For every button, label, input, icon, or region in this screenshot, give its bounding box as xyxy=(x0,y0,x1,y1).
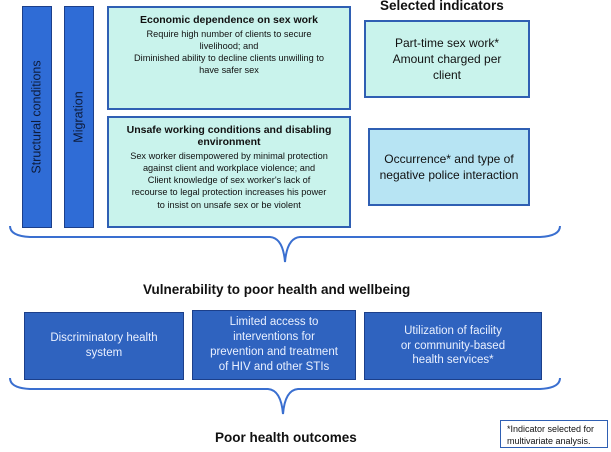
footnote-line: *Indicator selected for xyxy=(507,424,595,434)
footnote-line: multivariate analysis. xyxy=(507,435,591,446)
health-box-line: Discriminatory health xyxy=(50,332,158,345)
unsafe-conditions-title: Unsafe working conditions and disabling xyxy=(126,124,332,136)
economic-dependence-title: Economic dependence on sex work xyxy=(140,14,318,26)
health-box-line: or community-based xyxy=(400,339,506,352)
health-box-discriminatory: Discriminatory health system xyxy=(24,312,184,380)
upper-brace xyxy=(9,225,561,263)
outcomes-title: Poor health outcomes xyxy=(215,430,357,445)
economic-line: Diminished ability to decline clients un… xyxy=(134,53,324,64)
unsafe-conditions-title: environment xyxy=(197,136,261,148)
health-box-line: prevention and treatment xyxy=(210,346,338,358)
indicator-2-line: negative police interaction xyxy=(379,168,519,182)
health-box-line: of HIV and other STIs xyxy=(218,360,330,373)
migration-bar: Migration xyxy=(64,6,94,228)
selected-indicators-title: Selected indicators xyxy=(380,0,504,13)
indicator-box-1: Part-time sex work* Amount charged per c… xyxy=(364,20,530,98)
economic-line: have safer sex xyxy=(199,65,259,76)
health-box-line: Utilization of facility xyxy=(404,324,502,337)
health-box-limited-access: Limited access to interventions for prev… xyxy=(192,310,356,380)
structural-conditions-bar: Structural conditions xyxy=(22,6,52,228)
indicator-1-line: client xyxy=(432,68,461,83)
health-box-line: Limited access to xyxy=(229,316,319,329)
health-box-line: interventions for xyxy=(233,331,315,344)
health-box-utilization: Utilization of facility or community-bas… xyxy=(364,312,542,380)
health-box-line: health services* xyxy=(412,354,494,367)
footnote-box: *Indicator selected for multivariate ana… xyxy=(500,420,608,448)
economic-line: Require high number of clients to secure xyxy=(146,29,312,39)
indicator-1-line: Amount charged per xyxy=(392,51,502,66)
unsafe-line: to insist on unsafe sex or be violent xyxy=(157,199,301,210)
indicator-box-2: Occurrence* and type of negative police … xyxy=(368,128,530,206)
unsafe-line: against client and workplace violence; a… xyxy=(142,163,316,174)
indicator-1-line: Part-time sex work* xyxy=(394,35,499,50)
vulnerability-title: Vulnerability to poor health and wellbei… xyxy=(143,282,411,297)
health-box-line: system xyxy=(85,347,123,359)
unsafe-line: Sex worker disempowered by minimal prote… xyxy=(130,151,328,161)
lower-brace xyxy=(9,377,561,415)
unsafe-line: recourse to legal protection increases h… xyxy=(131,187,327,198)
unsafe-conditions-box: Unsafe working conditions and disabling … xyxy=(107,116,351,228)
unsafe-line: Client knowledge of sex worker's lack of xyxy=(147,175,311,186)
economic-dependence-box: Economic dependence on sex work Require … xyxy=(107,6,351,110)
indicator-2-line: Occurrence* and type of xyxy=(384,151,514,166)
economic-line: livelihood; and xyxy=(199,41,259,52)
